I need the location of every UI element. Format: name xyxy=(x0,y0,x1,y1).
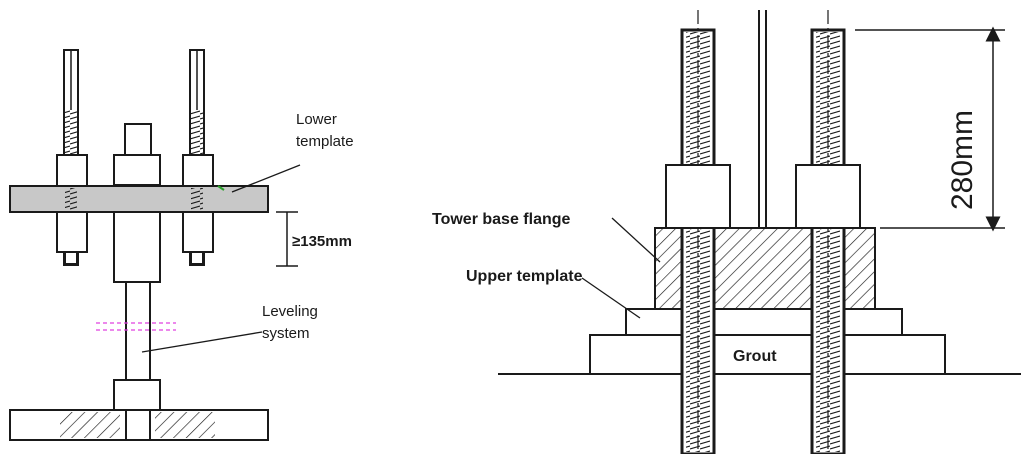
center-leveling-rod xyxy=(113,123,161,413)
right-anchor-bolt xyxy=(182,49,214,266)
left-figure xyxy=(9,49,301,441)
right-fig-left-bolt xyxy=(665,10,731,454)
center-cable xyxy=(758,10,767,228)
left-anchor-bolt xyxy=(56,49,88,266)
lower-template-plate xyxy=(9,185,269,213)
leveling-marks xyxy=(96,322,176,331)
right-fig-right-bolt xyxy=(795,10,861,454)
height-label: 280mm xyxy=(946,110,979,210)
right-figure xyxy=(498,10,1021,454)
clearance-dimension xyxy=(276,211,298,267)
left-figure-labels: Lower template ≥135mm Leveling system xyxy=(262,111,354,342)
height-dimension xyxy=(855,26,1005,232)
lower-template-label-1: Lower xyxy=(296,111,337,128)
clearance-label: ≥135mm xyxy=(292,233,352,250)
right-figure-labels: Tower base flange Upper template Grout 2… xyxy=(432,110,979,365)
leveling-system-label-2: system xyxy=(262,325,310,342)
lower-template-label-2: template xyxy=(296,133,354,150)
leveling-system-label-1: Leveling xyxy=(262,303,318,320)
upper-template-label: Upper template xyxy=(466,268,583,285)
tower-base-flange-label: Tower base flange xyxy=(432,211,571,228)
grout-label: Grout xyxy=(733,348,777,365)
upper-template-plate xyxy=(625,308,903,336)
